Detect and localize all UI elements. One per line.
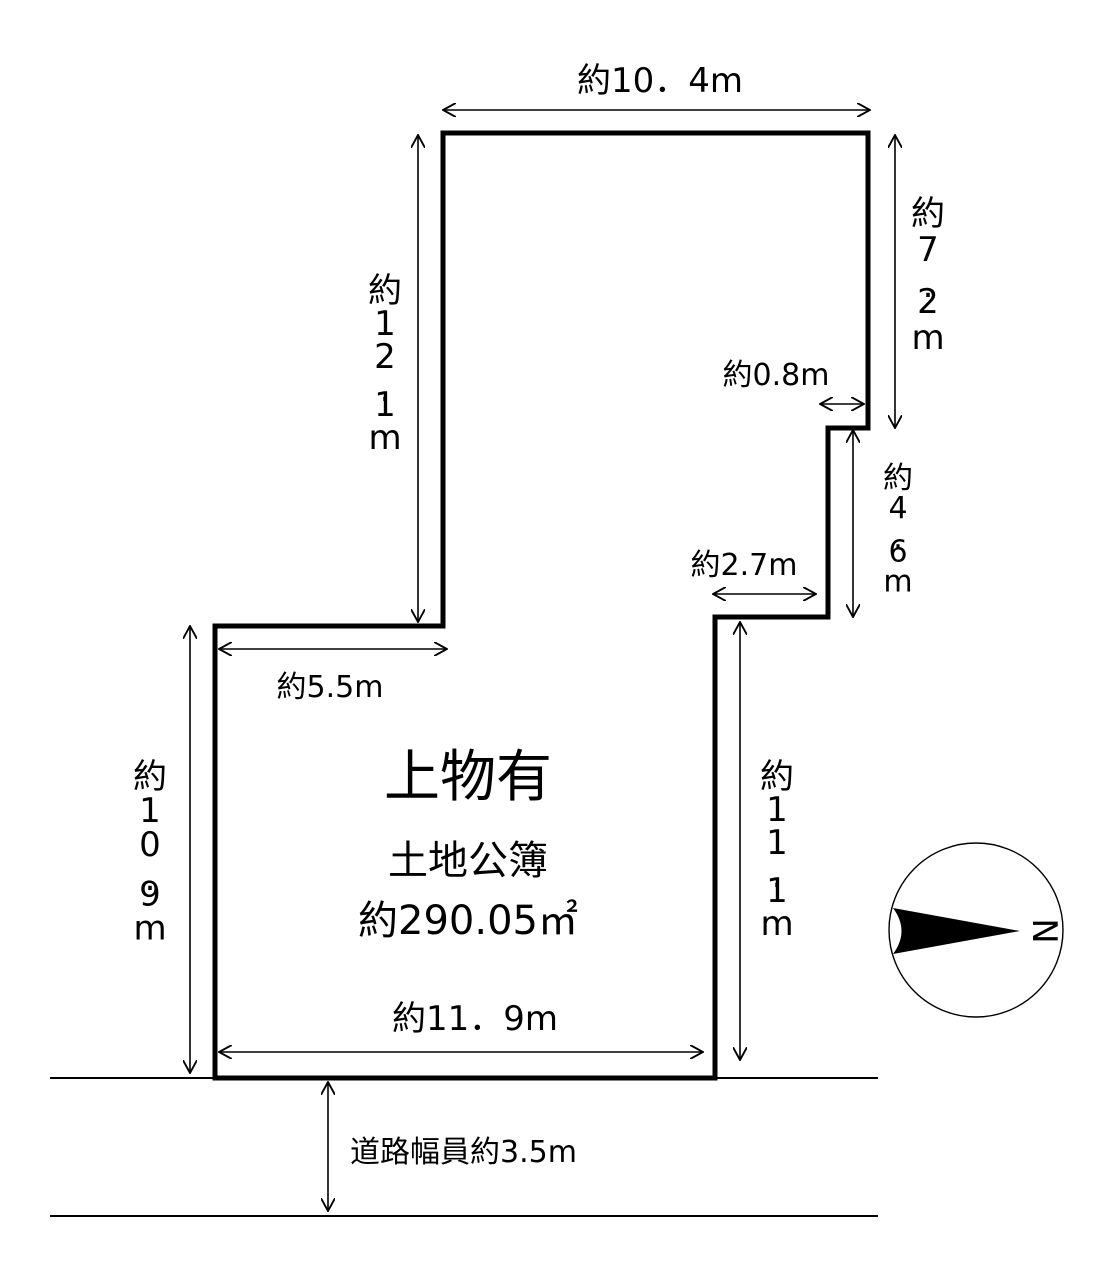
compass-north-letter: N — [1024, 918, 1064, 943]
label-top: 約10．4m — [577, 61, 743, 101]
label-bottom: 約11．9m — [392, 999, 558, 1039]
area-value: 約290.05㎡ — [358, 898, 578, 944]
label-road: 道路幅員約3.5m — [350, 1135, 577, 1170]
compass-needle-icon — [893, 908, 1020, 954]
building-label: 上物有 — [384, 745, 552, 810]
label-inner-bottom: 約5.5m — [277, 670, 384, 705]
area-label: 土地公簿 — [388, 838, 548, 884]
label-step-large: 約2.7m — [691, 548, 798, 583]
compass: N — [888, 842, 1064, 1018]
compass-circle — [888, 842, 1064, 1018]
label-step-small: 約0.8m — [723, 358, 830, 393]
lot-outline — [212, 130, 871, 1081]
